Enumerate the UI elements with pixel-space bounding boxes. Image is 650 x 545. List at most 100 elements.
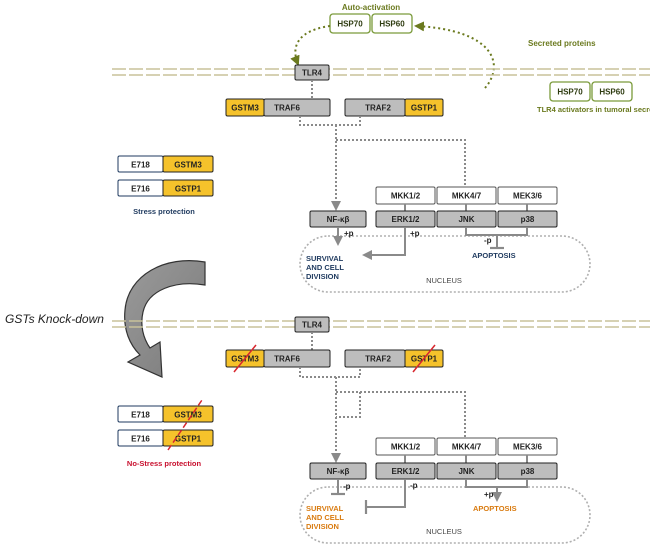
curved-arrow-icon: [124, 260, 206, 378]
svg-text:E718: E718: [131, 411, 150, 420]
svg-text:ERK1/2: ERK1/2: [391, 467, 420, 476]
svg-text:MKK1/2: MKK1/2: [391, 443, 421, 452]
traf2-box-bottom: TRAF2: [344, 349, 406, 368]
svg-text:DIVISION: DIVISION: [306, 272, 339, 281]
p38-box-bottom: p38: [497, 462, 558, 480]
svg-text:MKK1/2: MKK1/2: [391, 192, 421, 201]
svg-text:SURVIVAL: SURVIVAL: [306, 254, 344, 263]
nfkb-box-top: NF-κβ: [309, 210, 367, 228]
knockdown-slash-icon: [233, 344, 257, 373]
tlr4-box-bottom: TLR4: [294, 316, 330, 333]
svg-text:TRAF2: TRAF2: [365, 355, 391, 364]
svg-text:DIVISION: DIVISION: [306, 522, 339, 531]
legend-stress-protection: E718 GSTM3 E716 GSTP1 Stress protection: [117, 155, 214, 216]
legend-row-e716-top: E716 GSTP1: [117, 179, 214, 197]
gstp1-box-top: GSTP1: [404, 98, 444, 117]
nucleus-label-top: NUCLEUS: [426, 276, 462, 285]
traf6-box-bottom: TRAF6: [263, 349, 331, 368]
auto-activation-label: Auto-activation: [342, 3, 400, 12]
survival-label-bottom: SURVIVAL AND CELL DIVISION: [306, 504, 344, 531]
legend-row-e716-bottom: E716 GSTP1: [117, 429, 214, 447]
nucleus-top: [299, 235, 591, 293]
p38-box-top: p38: [497, 210, 558, 228]
legend-no-stress-protection: E718 GSTM3 E716 GSTP1 No-Stress protecti…: [117, 399, 214, 468]
gstm3-box-bottom: GSTM3: [225, 344, 265, 373]
svg-text:TRAF6: TRAF6: [274, 355, 300, 364]
jnk-box-top: JNK: [436, 210, 497, 228]
traf6-box-top: TRAF6: [263, 98, 331, 117]
svg-text:HSP70: HSP70: [557, 88, 583, 97]
svg-text:ERK1/2: ERK1/2: [391, 215, 420, 224]
svg-text:JNK: JNK: [458, 467, 474, 476]
hsp70-top-box: HSP70: [329, 13, 371, 34]
jnk-p38-merge-top: [465, 227, 528, 236]
svg-text:E718: E718: [131, 161, 150, 170]
svg-text:TLR4: TLR4: [302, 69, 323, 78]
erk-phospho-bottom: -p: [410, 481, 418, 490]
erk-phospho-top: +p: [410, 229, 420, 238]
mkk12-box-top: MKK1/2: [375, 186, 436, 205]
mkk47-box-top: MKK4/7: [436, 186, 497, 205]
auto-activation-arrow: [290, 25, 331, 66]
top-panel: Auto-activation HSP70 HSP60 Secreted pro…: [112, 3, 650, 293]
nfkb-phospho-bottom: -p: [343, 482, 351, 491]
survival-label-top: SURVIVAL AND CELL DIVISION: [306, 254, 344, 281]
tlr4-box-top: TLR4: [294, 64, 330, 81]
svg-text:p38: p38: [521, 467, 535, 476]
traf-connectors-bottom: [299, 367, 466, 455]
svg-text:MKK4/7: MKK4/7: [452, 192, 482, 201]
bottom-panel: TLR4 GSTM3 TRAF6 TRAF2 GSTP1: [112, 316, 650, 544]
erk12-box-bottom: ERK1/2: [375, 462, 436, 480]
knockdown-slash-icon: [167, 399, 203, 451]
svg-text:GSTM3: GSTM3: [231, 104, 259, 113]
erk12-box-top: ERK1/2: [375, 210, 436, 228]
legend-row-e718-bottom: E718 GSTM3: [117, 405, 214, 423]
secreted-proteins-label: Secreted proteins: [528, 39, 596, 48]
svg-text:MEK3/6: MEK3/6: [513, 192, 542, 201]
mek36-box-bottom: MEK3/6: [497, 437, 558, 456]
jnk-phospho-top: -p: [484, 236, 492, 245]
cell-membrane-top: [112, 68, 650, 76]
svg-text:GSTM3: GSTM3: [174, 411, 202, 420]
jnk-p38-merge-bottom: [465, 479, 528, 488]
svg-text:p38: p38: [521, 215, 535, 224]
legend-row-e718-top: E718 GSTM3: [117, 155, 214, 173]
apoptosis-label-top: APOPTOSIS: [472, 251, 516, 260]
hsp70-right-box: HSP70: [549, 81, 591, 102]
hsp60-top-box: HSP60: [371, 13, 413, 34]
no-stress-protection-caption: No-Stress protection: [127, 459, 202, 468]
svg-text:AND CELL: AND CELL: [306, 513, 344, 522]
knockdown-transition: GSTs Knock-down: [5, 260, 206, 378]
hsp60-right-box: HSP60: [591, 81, 633, 102]
nfkb-phospho-top: +p: [344, 229, 354, 238]
tlr4-activators-label: TLR4 activators in tumoral secretome: [537, 105, 650, 114]
erk-survival-arrow-top: [362, 227, 406, 260]
secreted-proteins-arrow: [414, 21, 495, 89]
svg-text:MKK4/7: MKK4/7: [452, 443, 482, 452]
p38-phospho-bottom: +p: [484, 490, 494, 499]
knockdown-slash-icon: [412, 344, 436, 373]
jnk-box-bottom: JNK: [436, 462, 497, 480]
svg-text:AND CELL: AND CELL: [306, 263, 344, 272]
svg-text:MEK3/6: MEK3/6: [513, 443, 542, 452]
nfkb-box-bottom: NF-κβ: [309, 462, 367, 480]
svg-text:HSP70: HSP70: [337, 20, 363, 29]
svg-text:GSTP1: GSTP1: [175, 185, 202, 194]
nucleus-label-bottom: NUCLEUS: [426, 527, 462, 536]
nucleus-bottom: [299, 486, 591, 544]
svg-text:HSP60: HSP60: [599, 88, 625, 97]
knockdown-label: GSTs Knock-down: [5, 312, 104, 326]
traf-connectors-top: [299, 116, 466, 203]
svg-text:JNK: JNK: [458, 215, 474, 224]
svg-text:HSP60: HSP60: [379, 20, 405, 29]
gstm3-box-top: GSTM3: [225, 98, 265, 117]
mek36-box-top: MEK3/6: [497, 186, 558, 205]
svg-text:SURVIVAL: SURVIVAL: [306, 504, 344, 513]
stress-protection-caption: Stress protection: [133, 207, 195, 216]
svg-text:GSTM3: GSTM3: [174, 161, 202, 170]
mkk47-box-bottom: MKK4/7: [436, 437, 497, 456]
svg-text:NF-κβ: NF-κβ: [327, 215, 350, 224]
svg-text:TRAF2: TRAF2: [365, 104, 391, 113]
traf2-box-top: TRAF2: [344, 98, 406, 117]
